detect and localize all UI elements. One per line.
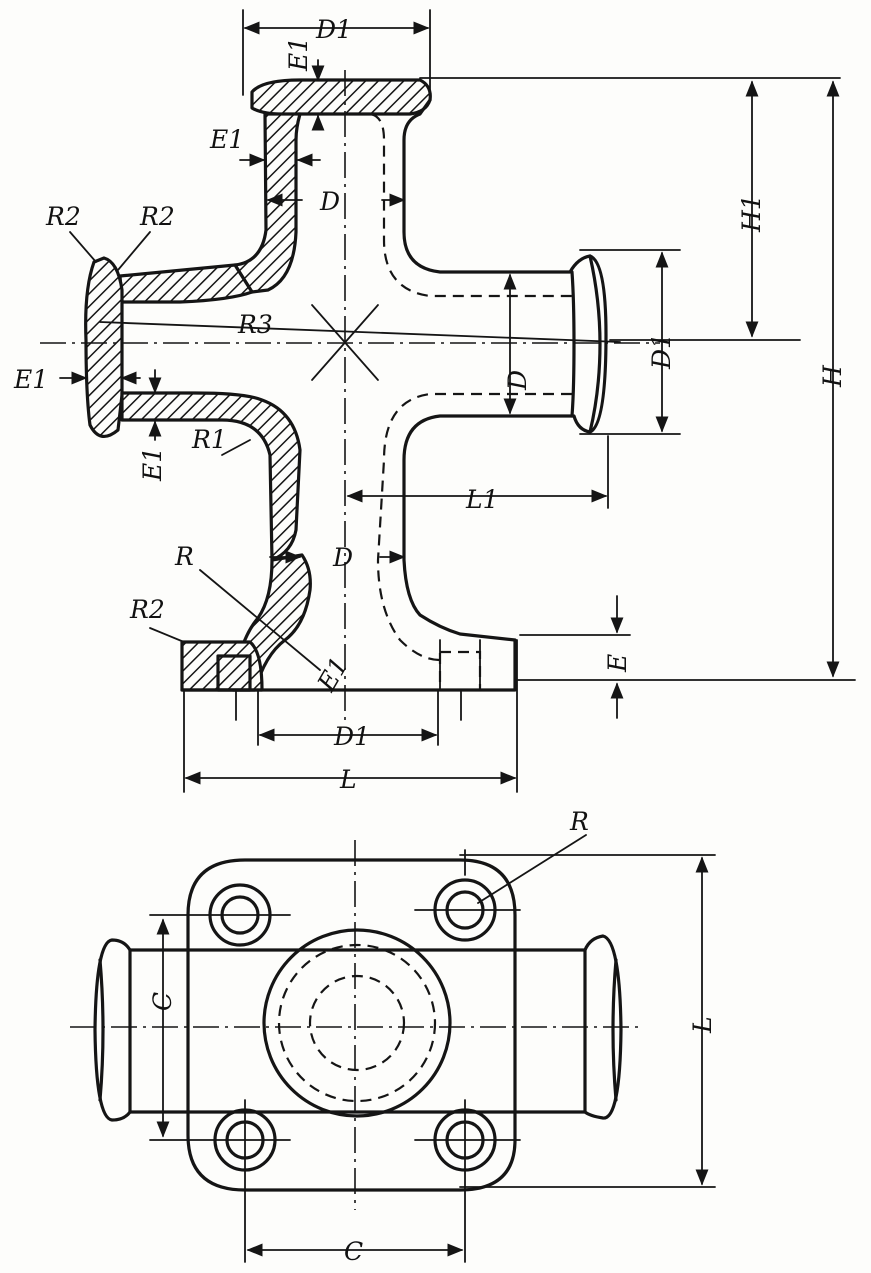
label-e1-left: E1	[13, 365, 48, 394]
center-cross-b	[311, 304, 379, 381]
label-d-lower: D	[332, 543, 353, 572]
boss-hidden-inner	[308, 974, 406, 1072]
label-h: H	[818, 364, 847, 388]
label-c-bottom: C	[344, 1237, 363, 1266]
label-l-bottom: L	[339, 765, 357, 794]
label-r-plan: R	[569, 807, 589, 836]
boss-hidden-outer	[277, 943, 437, 1103]
label-r1: R1	[191, 425, 227, 454]
section-view	[40, 9, 856, 793]
label-c-left: C	[148, 992, 177, 1011]
outer-outline-right	[180, 98, 608, 692]
top-flange-section	[250, 78, 432, 116]
label-e1-top: E1	[284, 37, 313, 72]
right-end-flange-rim	[611, 958, 618, 1102]
r-plan-leader	[477, 834, 587, 904]
label-e: E	[603, 654, 632, 673]
upper-branch-wall-section	[118, 263, 254, 304]
label-r3: R3	[237, 310, 273, 339]
left-end-flange-rim	[98, 958, 105, 1102]
labels: D1 E1 E1 D R2 R2 R3 E1 E1 R1 D D1 L1 H1 …	[13, 15, 847, 1266]
upper-left-wall-section	[233, 112, 302, 294]
label-e1-upper: E1	[209, 125, 244, 154]
plan-view	[70, 834, 716, 1263]
r2-bottom-leader	[149, 627, 185, 643]
right-end-flange	[583, 934, 623, 1120]
left-end-flange	[93, 938, 132, 1122]
label-d1-top: D1	[315, 15, 352, 44]
label-d-right: D	[503, 370, 532, 391]
label-h1: H1	[737, 194, 766, 233]
central-boss	[262, 928, 452, 1118]
label-l1: L1	[465, 485, 499, 514]
label-r-mid: R	[174, 542, 194, 571]
pipe-body	[128, 948, 587, 1114]
right-flange-rim	[588, 254, 602, 434]
bolt-hole-hidden	[438, 650, 482, 692]
right-flange-face	[570, 270, 576, 418]
label-r2-bottom: R2	[129, 595, 165, 624]
r2-right-leader	[117, 231, 151, 271]
inner-hidden-upper	[300, 112, 572, 298]
inner-hidden-lower	[376, 392, 572, 662]
lower-branch-wall-section	[120, 391, 302, 562]
r3-leader	[99, 321, 621, 343]
label-e1-lower: E1	[138, 447, 167, 482]
label-r2-right: R2	[139, 202, 175, 231]
r-leader	[199, 569, 321, 671]
left-flange-section	[84, 256, 124, 438]
r2-left-leader	[69, 231, 97, 263]
label-l-right: L	[688, 1016, 717, 1034]
label-d-upper: D	[319, 187, 340, 216]
label-r2-left: R2	[45, 202, 81, 231]
r1-leader	[221, 439, 251, 456]
label-d1-right: D1	[647, 333, 676, 370]
label-d1-bottom: D1	[333, 722, 370, 751]
